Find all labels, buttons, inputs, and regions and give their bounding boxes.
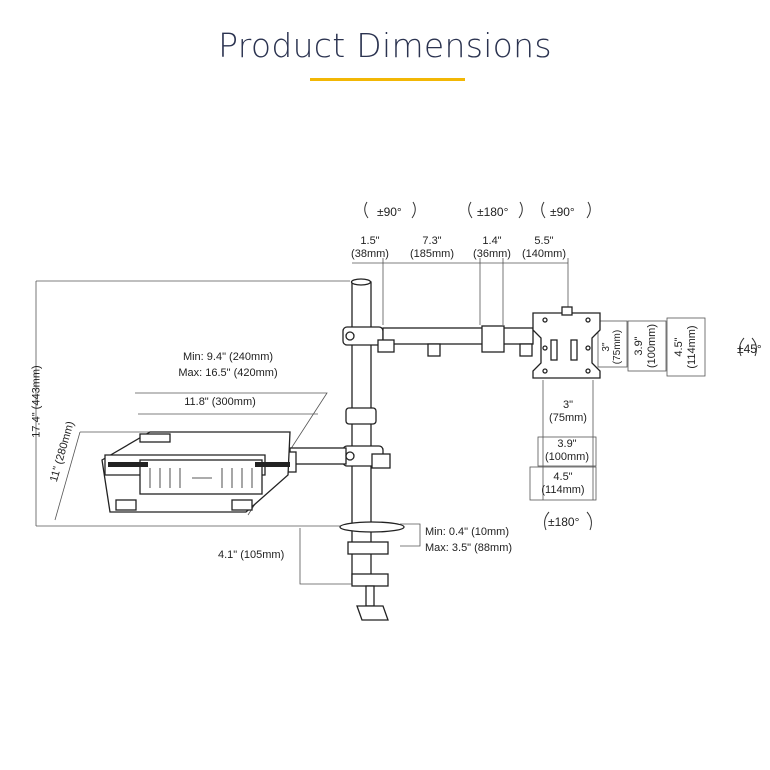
vesa-h100-in: 3.9"	[557, 438, 577, 450]
swivel-arm-arrow-left	[468, 201, 473, 219]
rotate-arrow-left	[739, 337, 745, 357]
elbow-joint	[481, 325, 505, 353]
arm-dim-2: 7.3" (185mm)	[404, 235, 460, 261]
vesa-v75: 3" (75mm)	[601, 327, 623, 367]
vesa-h114: 4.5" (114mm)	[533, 471, 593, 497]
vesa-h100-mm: (100mm)	[544, 451, 589, 463]
tilt-top-arrow-left	[364, 201, 369, 219]
clamp-bracket	[400, 523, 421, 547]
height-label: 17.4" (443mm)	[30, 365, 43, 438]
tray-min-label: Min: 9.4" (240mm)	[182, 351, 274, 363]
clamp-depth-label: 4.1" (105mm)	[218, 549, 285, 561]
vesa-h75: 3" (75mm)	[543, 399, 593, 425]
tilt-top-label: ±90°	[377, 205, 402, 219]
arm-dim-1: 1.5" (38mm)	[348, 235, 392, 261]
arm-dim-3-mm: (36mm)	[473, 248, 511, 260]
clamp-lower	[351, 573, 389, 587]
rotate-vesa-label: ±45°	[737, 342, 762, 356]
base-plate	[339, 521, 405, 533]
upper-arm-knob	[377, 339, 395, 353]
tray-edge-pad-right	[255, 462, 290, 467]
clamp-max-label: Max: 3.5" (88mm)	[425, 542, 513, 554]
clamp-min-label: Min: 0.4" (10mm)	[425, 526, 509, 538]
arm-dim-3: 1.4" (36mm)	[468, 235, 516, 261]
vesa-v100-in: 3.9"	[633, 336, 645, 356]
arm-dim-4-in: 5.5"	[534, 235, 554, 247]
arm-dim-1-mm: (38mm)	[351, 248, 389, 260]
tray-width-label: 11.8" (300mm)	[184, 396, 256, 408]
clamp-screw	[365, 585, 375, 607]
vesa-box-100v	[627, 320, 667, 372]
vesa-v100: 3.9" (100mm)	[633, 320, 659, 372]
vesa-box-114h	[529, 466, 597, 501]
vesa-v75-in: 3"	[601, 342, 612, 352]
page-title: Product Dimensions	[218, 26, 552, 65]
title-underline	[310, 78, 465, 81]
arm-dim-4: 5.5" (140mm)	[516, 235, 572, 261]
vesa-box-100h	[537, 436, 597, 467]
vesa-v114-in: 4.5"	[673, 337, 685, 357]
clamp-upper	[347, 541, 389, 555]
arm-dim-2-mm: (185mm)	[409, 248, 454, 260]
lower-arm-knob	[371, 453, 391, 469]
arm-dim-3-in: 1.4"	[482, 235, 502, 247]
swivel-bottom-arrow-left	[544, 511, 550, 531]
vesa-plate	[532, 312, 601, 379]
tilt-head-label: ±90°	[550, 205, 575, 219]
vesa-v114-mm: (114mm)	[686, 325, 698, 369]
vesa-box-114v	[666, 317, 706, 377]
tray-plate	[139, 459, 263, 495]
vesa-v75-mm: (75mm)	[612, 329, 623, 365]
tilt-head-arrow-left	[541, 201, 546, 219]
clamp-handle	[356, 605, 389, 621]
vesa-h75-in: 3"	[562, 399, 574, 411]
swivel-bottom-label: ±180°	[548, 515, 580, 529]
vesa-v114: 4.5" (114mm)	[673, 320, 699, 374]
tray-depth-line	[54, 431, 81, 521]
tray-max-label: Max: 16.5" (420mm)	[178, 367, 278, 379]
arm-dim-1-in: 1.5"	[360, 235, 380, 247]
vesa-h114-in: 4.5"	[553, 471, 573, 483]
middle-collar	[345, 407, 377, 425]
vesa-h100: 3.9" (100mm)	[538, 438, 596, 464]
lower-arm	[289, 447, 347, 465]
arm-dim-4-mm: (140mm)	[521, 248, 566, 260]
clamp-depth-line	[299, 528, 365, 585]
tray-edge-pad-left	[108, 462, 148, 467]
vesa-h114-mm: (114mm)	[541, 484, 585, 496]
upper-arm	[382, 327, 534, 345]
swivel-arm-label: ±180°	[477, 205, 509, 219]
vesa-box-75v	[597, 320, 628, 368]
vesa-h75-mm: (75mm)	[549, 412, 587, 424]
arm-dim-2-in: 7.3"	[422, 235, 442, 247]
vesa-v100-mm: (100mm)	[646, 324, 658, 369]
